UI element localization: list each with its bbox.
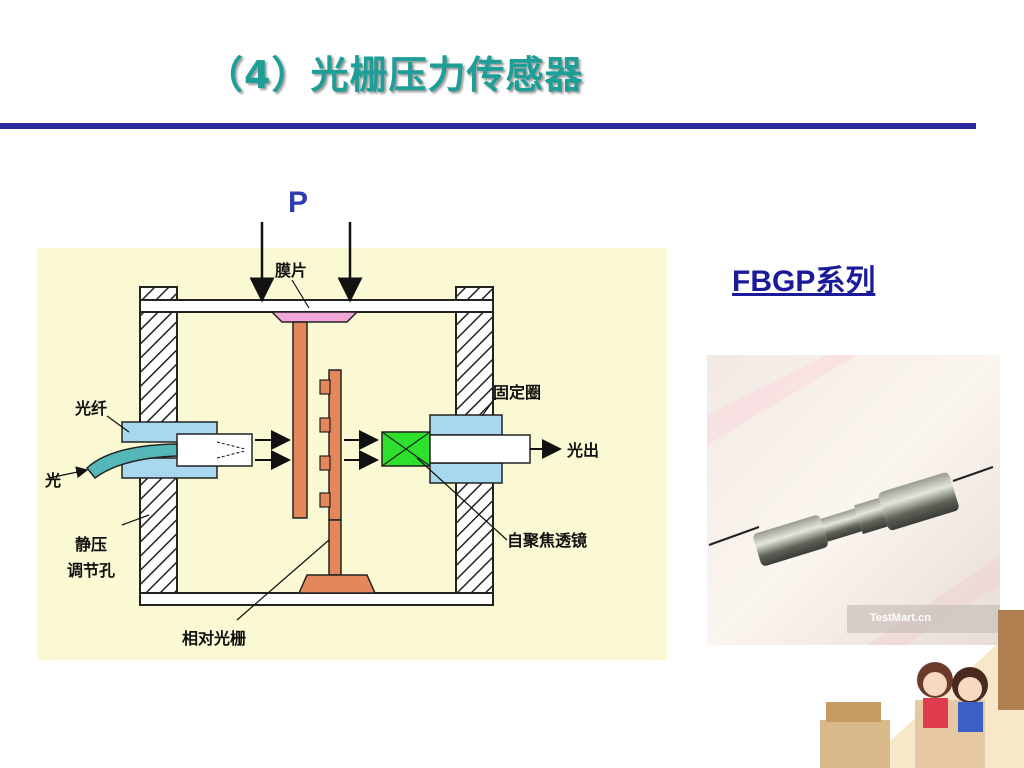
- slide-title: （4）光栅压力传感器: [205, 53, 584, 97]
- label-light-out: 光出: [566, 441, 599, 460]
- label-diaphragm: 膜片: [275, 261, 307, 280]
- optical-fiber: [85, 443, 178, 480]
- diaphragm: [270, 311, 359, 323]
- label-fiber: 光纤: [74, 399, 107, 418]
- label-static-pressure: 静压: [75, 535, 107, 554]
- label-adjust-hole: 调节孔: [67, 561, 115, 580]
- label-self-focus-lens: 自聚焦透镜: [507, 531, 587, 550]
- moving-grating: [292, 321, 308, 519]
- grating-sensor-diagram: 膜片 光纤 光 固定圈 光出 自聚焦透镜 静压 调节孔 相对光栅: [37, 222, 667, 660]
- left-wall-lower: [139, 464, 178, 606]
- photo-watermark: TestMart.cn: [870, 612, 931, 624]
- grating-base: [297, 574, 377, 594]
- label-fixing-ring: 固定圈: [493, 383, 541, 402]
- relative-grating: [328, 369, 342, 521]
- classroom-illustration: [820, 610, 1024, 768]
- right-wall-lower: [455, 464, 494, 606]
- fbgp-series-link[interactable]: FBGP系列: [732, 265, 876, 298]
- bottom-plate: [139, 592, 494, 606]
- sensor-product-photo: [707, 355, 1000, 645]
- title-divider: [0, 123, 976, 129]
- fixing-ring-top: [429, 414, 503, 436]
- pressure-label: P: [288, 186, 309, 219]
- label-relative-grating: 相对光栅: [182, 629, 246, 648]
- top-plate: [139, 299, 494, 313]
- label-light-in: 光: [44, 471, 61, 490]
